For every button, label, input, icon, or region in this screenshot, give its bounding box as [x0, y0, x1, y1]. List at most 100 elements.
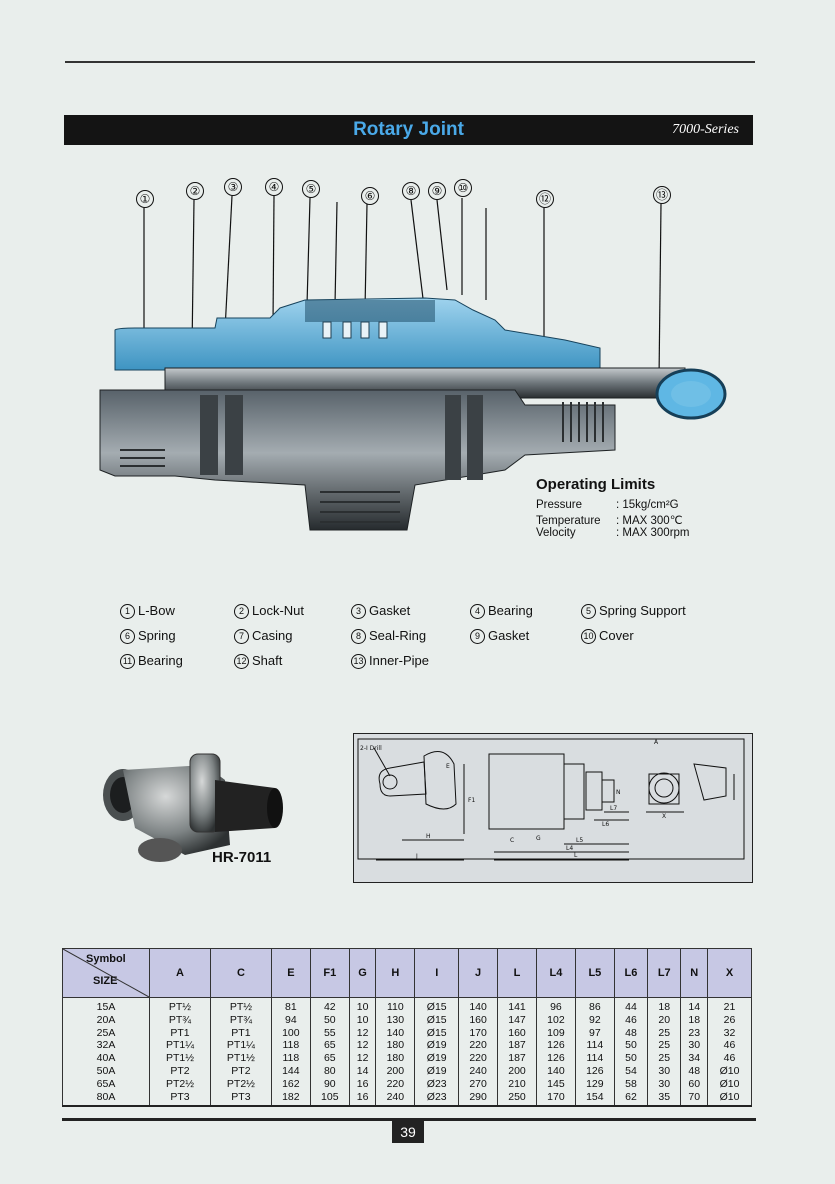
table-cell: 60	[688, 1077, 701, 1090]
table-cell: 20	[658, 1013, 671, 1026]
label-drill: 2-I Drill	[360, 745, 382, 752]
table-cell: 140	[386, 1026, 405, 1039]
limit-row-pressure: Pressure: 15kg/cm²G	[536, 499, 690, 513]
table-cell: 220	[469, 1052, 487, 1065]
table-cell: 118	[282, 1052, 300, 1065]
dimension-drawing: 2-I Drill A N F1 H J C G L L4 L5 L6 L7 X…	[353, 733, 753, 883]
table-cell: 10	[356, 1013, 369, 1026]
table-cell: 126	[547, 1039, 565, 1052]
table-cell: 30	[658, 1077, 671, 1090]
table-cell: PT2½	[165, 1077, 194, 1090]
table-cell: 65	[323, 1039, 336, 1052]
operating-limits-title: Operating Limits	[536, 476, 656, 493]
table-cell: PT2½	[226, 1077, 255, 1090]
part-name: Gasket	[488, 628, 530, 643]
part-number: 6	[120, 629, 135, 644]
part-number: 13	[351, 654, 366, 669]
label-c: C	[510, 837, 514, 844]
table-cell: 58	[625, 1077, 637, 1090]
table-cell: 12	[356, 1039, 369, 1052]
column-header: H	[375, 948, 416, 998]
table-cell: 160	[508, 1026, 526, 1039]
column-header: N	[680, 948, 709, 998]
table-cell: 15A	[96, 1001, 116, 1013]
table-cell: 240	[386, 1090, 405, 1103]
table-cell: PT1	[170, 1026, 190, 1039]
table-cell: PT1½	[165, 1052, 194, 1065]
part-name: L-Bow	[138, 603, 175, 618]
label-l6: L6	[602, 821, 609, 828]
table-cell: 25	[658, 1052, 671, 1065]
label-e: E	[446, 763, 450, 770]
table-cell: 105	[321, 1090, 339, 1103]
table-cell: 65A	[96, 1077, 116, 1090]
table-cell: 18	[688, 1013, 701, 1026]
size-label: SIZE	[93, 975, 118, 987]
limit-label: Pressure	[536, 499, 583, 511]
table-cell: 141	[508, 1001, 526, 1013]
dimension-table: Symbol SIZE A C E F1 G H I J L L4 L5 L6 …	[62, 948, 752, 1108]
table-cell: 18	[658, 1001, 671, 1013]
part-number: 9	[470, 629, 485, 644]
table-cell: 50	[625, 1039, 637, 1052]
table-cell: PT1	[231, 1026, 251, 1039]
table-cell: 140	[547, 1064, 565, 1077]
table-cell: 126	[547, 1052, 565, 1065]
table-cell: PT2	[170, 1064, 190, 1077]
table-cell: 44	[625, 1001, 637, 1013]
table-header-row: Symbol SIZE A C E F1 G H I J L L4 L5 L6 …	[62, 948, 752, 998]
part-number: 11	[120, 654, 135, 669]
column-header: E	[270, 948, 311, 998]
table-cell: 54	[625, 1064, 637, 1077]
label-n: N	[616, 789, 621, 796]
table-cell: 70	[688, 1090, 701, 1103]
page-number: 39	[392, 1121, 424, 1143]
table-cell: 220	[386, 1077, 405, 1090]
limit-label: Velocity	[536, 527, 576, 539]
table-cell: 100	[282, 1026, 300, 1039]
table-cell: PT3	[231, 1090, 251, 1103]
table-cell: 46	[723, 1052, 736, 1065]
column-header: C	[209, 948, 272, 998]
table-cell: 180	[386, 1052, 405, 1065]
table-cell: 46	[723, 1039, 736, 1052]
table-cell: 26	[723, 1013, 736, 1026]
table-cell: 12	[356, 1026, 369, 1039]
column-header: L5	[574, 948, 615, 998]
table-cell: 21	[723, 1001, 736, 1013]
part-number: 12	[234, 654, 249, 669]
series-label: 7000-Series	[672, 122, 739, 137]
table-cell: 114	[586, 1052, 604, 1065]
label-j: J	[415, 853, 418, 860]
part-number: 3	[351, 604, 366, 619]
callout-3: ③	[224, 178, 242, 196]
column-header: L4	[535, 948, 576, 998]
table-cell: 96	[550, 1001, 562, 1013]
bottom-rule	[62, 1118, 756, 1121]
table-cell: 140	[469, 1001, 487, 1013]
table-cell: 144	[282, 1064, 300, 1077]
table-cell: 55	[323, 1026, 336, 1039]
callout-10: ⑩	[454, 179, 472, 197]
table-cell: 145	[547, 1077, 565, 1090]
label-l7: L7	[610, 805, 617, 812]
table-cell: 80	[323, 1064, 336, 1077]
table-cell: 30	[658, 1064, 671, 1077]
column-header: J	[458, 948, 499, 998]
part-name: Cover	[599, 628, 634, 643]
table-cell: Ø19	[426, 1064, 447, 1077]
column-header: G	[348, 948, 377, 998]
callout-12: ⑫	[536, 190, 554, 208]
